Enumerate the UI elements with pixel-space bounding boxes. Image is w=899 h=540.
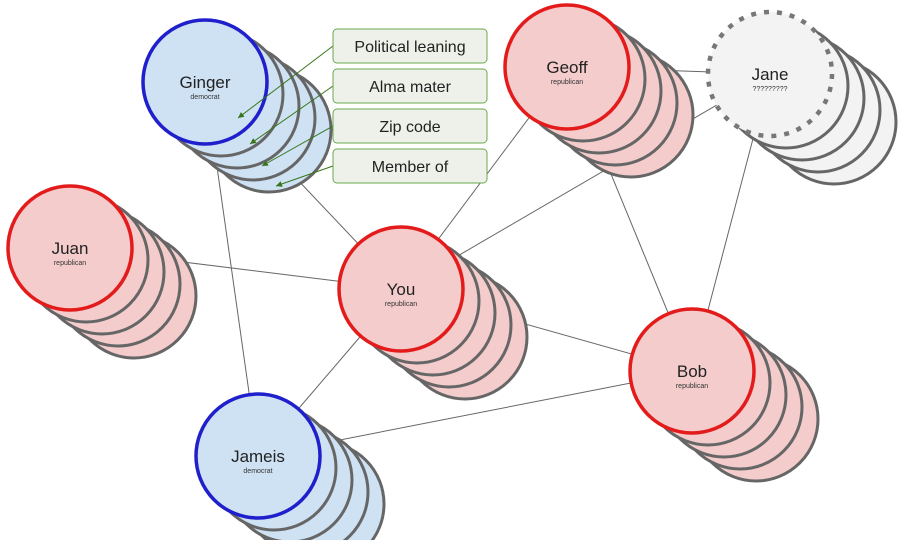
node-name: Bob <box>677 362 707 381</box>
edge-jane-you <box>400 73 771 290</box>
attribute-callout: Alma mater <box>249 68 488 145</box>
node-party: democrat <box>190 94 219 101</box>
node-juan[interactable]: Juan republican <box>6 184 198 360</box>
node-circle <box>628 307 756 435</box>
callout-label: Zip code <box>379 119 440 136</box>
node-party: republican <box>676 383 708 390</box>
node-you[interactable]: You republican <box>337 225 529 401</box>
callout-box <box>332 148 488 184</box>
node-party: republican <box>385 301 417 308</box>
callout-box <box>332 68 488 104</box>
node-circle <box>194 392 322 520</box>
node-name: Geoff <box>546 58 588 77</box>
node-name: Jane <box>752 65 789 84</box>
node-name: Juan <box>52 239 89 258</box>
node-circle <box>503 3 631 131</box>
node-name: Jameis <box>231 447 285 466</box>
node-party: democrat <box>243 468 272 475</box>
node-party: republican <box>551 79 583 86</box>
node-bob[interactable]: Bob republican <box>628 307 820 483</box>
attribute-callout: Zip code <box>261 108 488 167</box>
callout-box <box>332 108 488 144</box>
node-jameis[interactable]: Jameis democrat <box>194 392 386 540</box>
nodes: Ginger democrat Geoff republican Jane???????… <box>6 3 898 540</box>
attribute-callout: Political leaning <box>237 28 488 119</box>
node-circle <box>337 225 465 353</box>
callout-arrow <box>261 125 334 167</box>
callout-label: Member of <box>372 159 449 176</box>
callout-box <box>332 28 488 64</box>
node-ginger[interactable]: Ginger democrat <box>141 18 333 194</box>
node-geoff[interactable]: Geoff republican <box>503 3 695 179</box>
node-circle <box>141 18 269 146</box>
callout-arrow <box>275 165 334 187</box>
node-jane[interactable]: Jane????????? <box>705 9 898 186</box>
node-name: Ginger <box>179 73 230 92</box>
callout-label: Alma mater <box>369 79 451 96</box>
callout-arrow <box>237 45 334 119</box>
node-party: ????????? <box>752 86 787 93</box>
node-circle <box>6 184 134 312</box>
node-name: You <box>387 280 416 299</box>
attribute-callout: Member of <box>275 148 488 187</box>
callout-arrow <box>249 85 334 145</box>
node-party: republican <box>54 260 86 267</box>
node-circle <box>705 9 835 139</box>
callout-label: Political leaning <box>354 39 465 56</box>
